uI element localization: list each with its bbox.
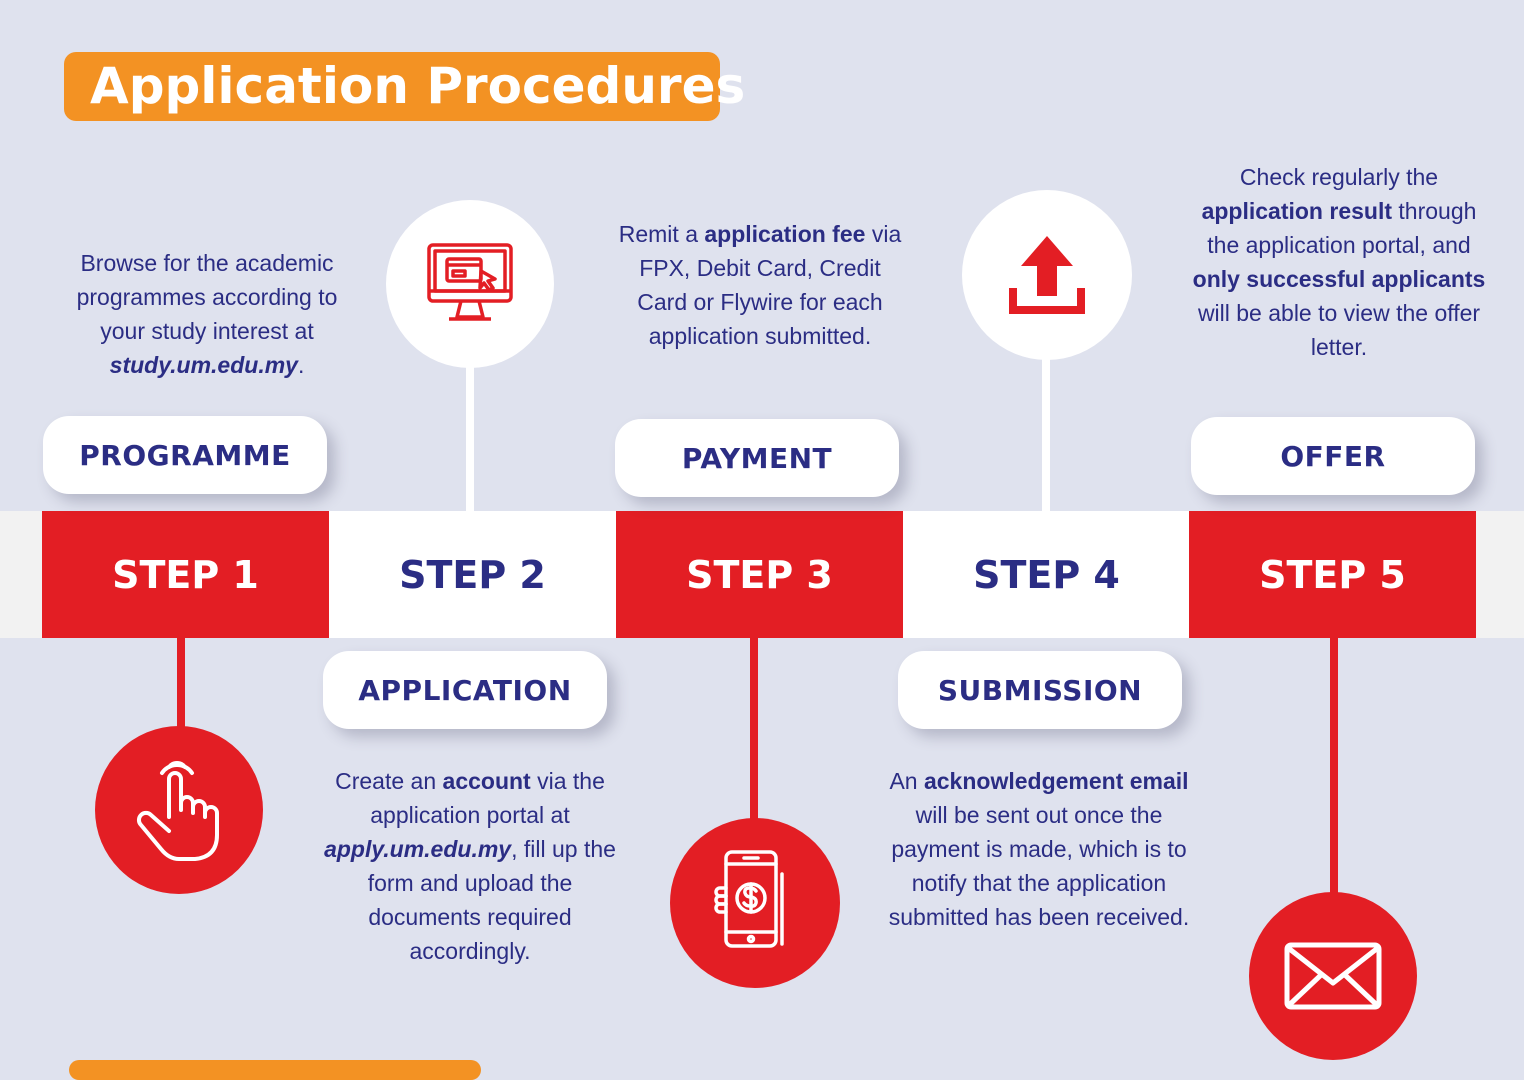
step-5-description: Check regularly the application result t… (1188, 160, 1490, 364)
stage-label-payment: PAYMENT (615, 419, 899, 497)
description-text-run: Remit a (618, 221, 705, 247)
step-3-description: Remit a application fee via FPX, Debit C… (612, 217, 908, 353)
step-4-description: An acknowledgement email will be sent ou… (872, 764, 1206, 934)
step-2-connector (466, 350, 474, 511)
stage-label-offer: OFFER (1191, 417, 1475, 495)
description-text-run: application result (1201, 198, 1393, 224)
description-text-run: , fill up the form and upload the docume… (367, 836, 616, 964)
envelope-icon (1284, 942, 1382, 1010)
next-section-banner (69, 1060, 481, 1080)
step-3-cell: STEP 3 (616, 511, 903, 638)
stage-label-programme: PROGRAMME (43, 416, 327, 494)
step-2-icon-circle (386, 200, 554, 368)
step-1-icon-circle (95, 726, 263, 894)
description-text-run: via FPX, Debit Card, Credit Card or Flyw… (637, 221, 902, 349)
description-text-run: An (889, 768, 924, 794)
step-2-description: Create an account via the application po… (320, 764, 620, 968)
step-4-cell: STEP 4 (903, 511, 1190, 638)
step-4-connector (1042, 350, 1050, 511)
mobile-payment-icon (714, 850, 784, 948)
description-text-run: . (297, 352, 305, 378)
description-text-run: account (442, 768, 531, 794)
description-text-run: Check regularly the (1239, 164, 1439, 190)
computer-monitor-icon (427, 243, 513, 321)
description-text-run: application fee (704, 221, 866, 247)
description-text-run: will be able to view the offer letter. (1197, 300, 1481, 360)
step-3-icon-circle (670, 818, 840, 988)
step-5-cell: STEP 5 (1189, 511, 1476, 638)
description-text-run: via the application portal at (370, 768, 605, 828)
step-5-icon-circle (1249, 892, 1417, 1060)
step-1-cell: STEP 1 (42, 511, 329, 638)
step-4-icon-circle (962, 190, 1132, 360)
stage-label-submission: SUBMISSION (898, 651, 1182, 729)
title-banner: Application Procedures (64, 52, 745, 121)
stage-label-application: APPLICATION (323, 651, 607, 729)
step-3-connector (750, 638, 758, 828)
step-2-cell: STEP 2 (329, 511, 616, 638)
description-text-run: apply.um.edu.my (324, 836, 512, 862)
description-text-run: acknowledgement email (923, 768, 1189, 794)
step-5-connector (1330, 638, 1338, 898)
step-1-description: Browse for the academic programmes accor… (58, 246, 356, 382)
hand-pointer-icon (136, 761, 219, 861)
description-text-run: will be sent out once the payment is mad… (888, 802, 1190, 930)
page-title: Application Procedures (90, 57, 746, 115)
description-text-run: Browse for the academic programmes accor… (76, 250, 338, 344)
upload-icon (1009, 236, 1085, 314)
description-text-run: Create an (335, 768, 443, 794)
description-text-run: study.um.edu.my (109, 352, 298, 378)
description-text-run: through the application portal, and (1207, 198, 1477, 258)
description-text-run: only successful applicants (1192, 266, 1486, 292)
step-1-connector (177, 638, 185, 738)
